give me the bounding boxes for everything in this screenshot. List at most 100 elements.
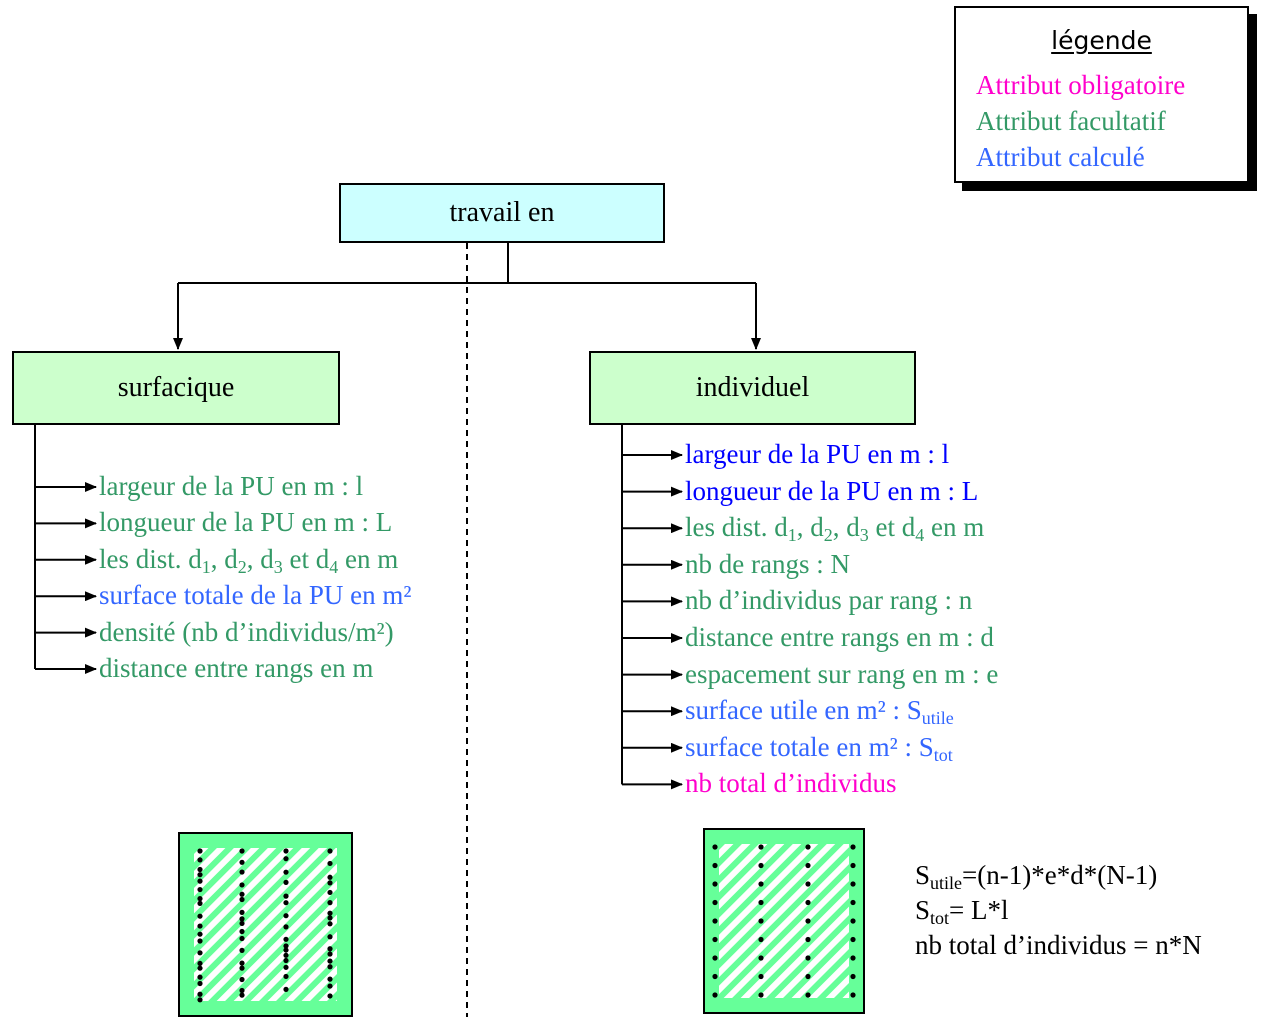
plant-dot [283, 947, 289, 953]
surfacique-attribute: distance entre rangs en m [99, 655, 373, 682]
text-segment: et d [282, 543, 330, 574]
text-segment: en m [338, 543, 399, 574]
plant-dot [239, 947, 245, 953]
subscript: utile [921, 708, 954, 729]
plant-dot [758, 992, 764, 998]
plant-dot [327, 921, 333, 927]
plant-dot [805, 881, 811, 887]
plant-dot [712, 973, 718, 980]
plant-dot [197, 900, 203, 906]
individuel-plot-picture [703, 828, 865, 1014]
text-segment: largeur de la PU en m : l [685, 439, 950, 469]
surfacique-attribute: densité (nb d’individus/m²) [99, 618, 394, 646]
node-travail-en: travail en [339, 183, 665, 243]
plant-dot [850, 918, 856, 924]
hatched-area [719, 844, 849, 998]
plant-dot [805, 973, 811, 980]
formula-line: Sutile=(n-1)*e*d*(N-1) [915, 862, 1157, 893]
text-segment: nb d’individus par rang : n [685, 585, 973, 616]
legend-box: légende Attribut obligatoire Attribut fa… [954, 6, 1249, 183]
plant-dot [850, 881, 856, 887]
plant-dot [327, 874, 333, 880]
plant-dot [758, 936, 764, 943]
individuel-attribute: espacement sur rang en m : e [685, 658, 999, 689]
plant-dot [283, 943, 289, 949]
node-label: travail en [449, 197, 555, 228]
plant-dot [327, 964, 333, 970]
text-segment: S [915, 895, 931, 925]
subscript: 4 [329, 556, 339, 577]
plant-dot [327, 860, 333, 867]
plant-dot [712, 881, 718, 887]
hatched-area [194, 848, 337, 1001]
plant-dot [327, 951, 333, 957]
plant-dot [197, 857, 203, 863]
plant-dot [197, 991, 203, 997]
plant-dot [239, 920, 245, 927]
plant-dot [850, 936, 856, 943]
individuel-attribute: distance entre rangs en m : d [685, 624, 994, 651]
plant-dot [239, 909, 245, 915]
legend-item-facultatif: Attribut facultatif [976, 106, 1166, 137]
text-segment: nb total d’individus [685, 768, 897, 799]
plant-dot [197, 923, 203, 929]
plant-dot [850, 899, 856, 906]
plant-dot [327, 958, 333, 964]
text-segment: longueur de la PU en m : L [99, 507, 393, 538]
plant-dot [197, 938, 203, 944]
plant-dot [197, 848, 203, 854]
plant-dot [283, 879, 289, 885]
subscript: 2 [823, 525, 833, 546]
plant-dot [850, 862, 856, 869]
plant-dot [805, 862, 811, 869]
subscript: 2 [237, 556, 247, 577]
individuel-attribute: les dist. d1, d2, d3 et d4 en m [685, 512, 984, 545]
plant-dot [239, 987, 245, 994]
plant-dot [239, 928, 245, 935]
text-segment: les dist. d [685, 512, 788, 543]
text-segment: espacement sur rang en m : e [685, 658, 999, 689]
plant-dot [758, 881, 764, 887]
text-segment: et d [868, 512, 916, 543]
node-label: individuel [695, 372, 810, 403]
plant-dot [850, 844, 856, 850]
plant-dot [197, 896, 203, 902]
plant-dot [197, 960, 203, 967]
plant-dot [327, 900, 333, 906]
plant-dot [805, 992, 811, 998]
plant-dot [712, 936, 718, 943]
plant-dot [758, 844, 764, 850]
surfacique-attribute: longueur de la PU en m : L [99, 509, 392, 536]
plant-dot [283, 913, 289, 919]
subscript: 1 [787, 525, 797, 546]
plant-dot [712, 918, 718, 924]
plant-dot [712, 899, 718, 906]
text-segment: , d [246, 543, 274, 574]
individuel-attribute: longueur de la PU en m : L [685, 477, 978, 505]
legend-title: légende [1051, 26, 1152, 55]
plant-dot [850, 973, 856, 980]
plant-dot [197, 950, 203, 956]
plant-dot [327, 934, 333, 940]
legend-label: Attribut calculé [976, 142, 1145, 172]
plant-dot [805, 899, 811, 906]
text-segment: surface totale en m² : S [685, 731, 934, 762]
text-segment: , d [796, 512, 824, 543]
text-segment: les dist. d [99, 543, 202, 574]
surfacique-plot-picture [178, 832, 353, 1017]
plant-dot [239, 916, 245, 922]
node-label: surfacique [117, 372, 235, 403]
plant-dot [283, 869, 289, 875]
plant-dot [197, 913, 203, 919]
plant-dot [712, 992, 718, 998]
plant-dot [239, 848, 245, 854]
legend-label: Attribut facultatif [976, 106, 1166, 136]
plant-dot [758, 918, 764, 924]
plant-dot [850, 955, 856, 961]
plant-dot [197, 872, 203, 878]
plant-dot [283, 952, 289, 958]
plant-dot [239, 976, 245, 983]
plant-dot [197, 878, 203, 884]
plant-dot [327, 848, 333, 854]
